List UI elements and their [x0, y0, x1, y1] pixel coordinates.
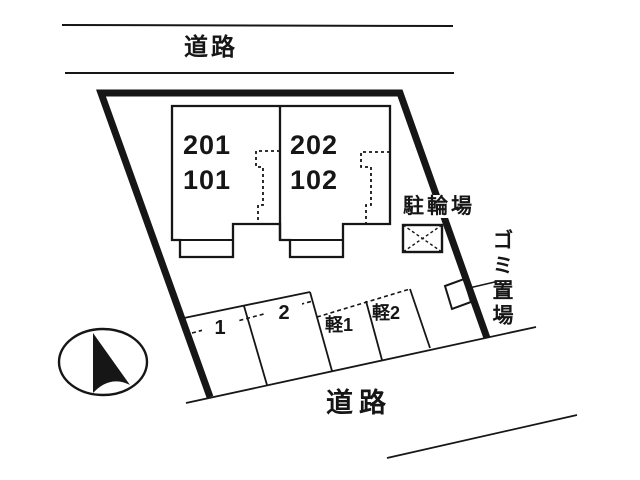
unit-right-upper-number: 202: [290, 130, 339, 160]
parking-edge-2-right: [309, 291, 333, 372]
entry-dashed-line-right: [360, 151, 390, 224]
parking-space-kei2-label: 軽2: [372, 303, 401, 323]
unit-201-101-label: 201 101: [183, 128, 231, 198]
parking-divider-1-2: [243, 305, 268, 386]
garbage-box: [443, 277, 473, 311]
unit-left-lower-number: 101: [183, 165, 232, 195]
parking-edge-kei2-right: [409, 288, 431, 349]
bottom-road-edge-upper: [185, 326, 537, 404]
garbage-leader-line: [468, 280, 500, 289]
parking-divider-kei1-kei2: [365, 300, 383, 361]
bicycle-parking-label: 駐輪場: [401, 195, 477, 218]
top-road-label: 道路: [184, 34, 238, 61]
parking-dashed-edge-kei: [316, 288, 411, 318]
bicycle-rack-box: [401, 223, 444, 254]
unit-202-102-label: 202 102: [290, 128, 338, 198]
bicycle-rack-cross-icon: [402, 224, 443, 253]
parking-space-2-label: 2: [266, 303, 302, 323]
garbage-area-label: ゴミ置場: [490, 229, 513, 329]
unit-left-upper-number: 201: [183, 130, 232, 160]
parking-space-kei1-label: 軽1: [325, 315, 354, 335]
entry-dashed-line-left: [255, 150, 280, 224]
unit-right-lower-number: 102: [290, 165, 339, 195]
parking-space-1-label: 1: [202, 318, 238, 338]
parking-top-edge: [183, 291, 311, 319]
north-arrow-icon: [93, 333, 130, 393]
bottom-road-label: 道路: [326, 388, 392, 418]
top-road-edge-upper: [61, 24, 454, 27]
bottom-road-edge-lower: [386, 414, 578, 459]
compass-circle: [57, 327, 149, 397]
